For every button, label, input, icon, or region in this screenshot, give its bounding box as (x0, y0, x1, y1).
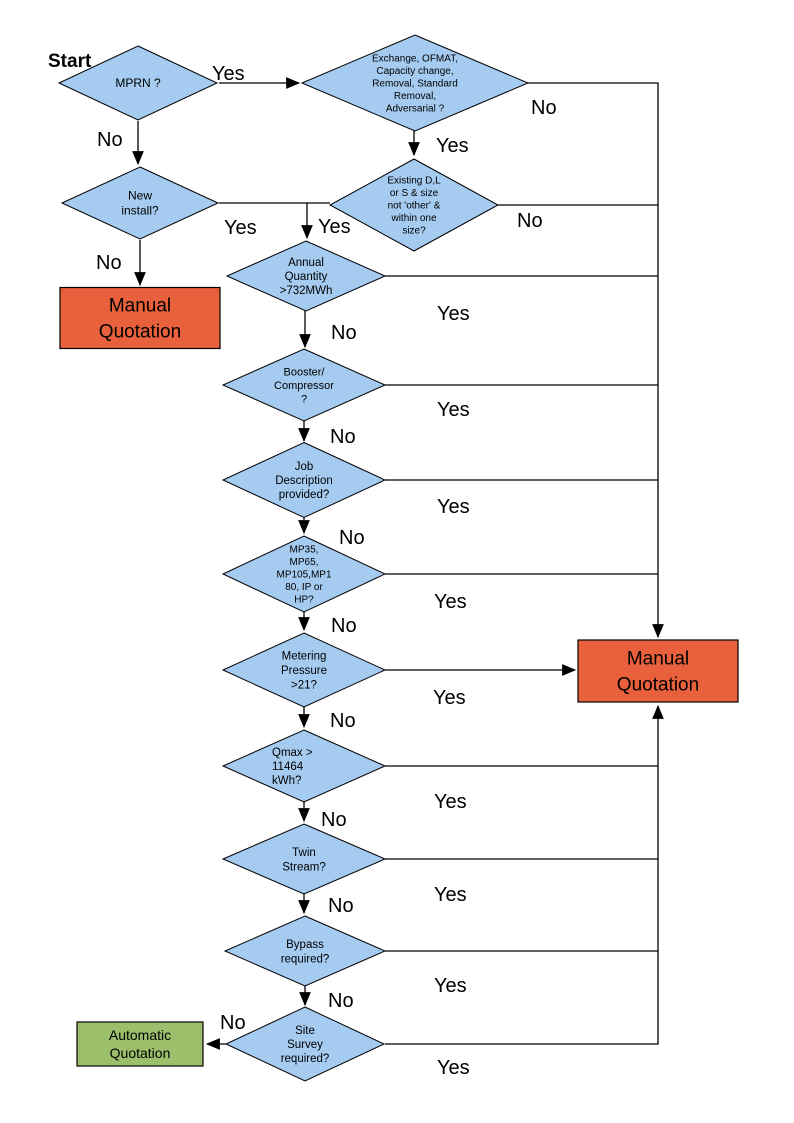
node-shape-annual-quantity (225, 240, 387, 312)
label-twin-yes: Yes (434, 884, 467, 906)
label-newinstall-yes: Yes (224, 217, 257, 239)
node-exchange-type: Exchange, OFMAT,Capacity change,Removal,… (300, 34, 530, 132)
node-shape-exchange-type (300, 34, 530, 132)
node-shape-manual-quotation-left (59, 286, 221, 350)
node-shape-mprn (57, 45, 219, 121)
node-shape-mp-pressure-tier (221, 535, 387, 613)
label-mprn-yes: Yes (212, 63, 245, 85)
node-label-booster-compressor: Booster/Compressor? (274, 366, 334, 405)
node-shape-site-survey (224, 1006, 386, 1082)
node-shape-manual-quotation-right (577, 639, 739, 703)
edge-exchange-no-to-manual-right (528, 82, 664, 639)
label-annual-yes: Yes (437, 303, 470, 325)
label-booster-no: No (330, 426, 356, 448)
node-shape-booster-compressor (221, 348, 387, 422)
label-mp-yes: Yes (434, 591, 467, 613)
label-qmax-no: No (321, 809, 347, 831)
node-label-exchange-type: Exchange, OFMAT,Capacity change,Removal,… (372, 54, 458, 115)
label-existing-no: No (517, 210, 543, 232)
label-exchange-yes: Yes (436, 135, 469, 157)
label-mp-no: No (331, 615, 357, 637)
label-exchange-no: No (531, 97, 557, 119)
label-booster-yes: Yes (437, 399, 470, 421)
nodes-layer: MPRN ? Exchange, OFMAT,Capacity change,Re… (57, 34, 739, 1082)
node-label-mprn: MPRN ? (115, 76, 161, 90)
label-site-no: No (220, 1012, 246, 1034)
node-shape-qmax (221, 729, 387, 803)
label-metering-yes: Yes (433, 687, 466, 709)
label-site-yes: Yes (437, 1057, 470, 1079)
label-bypass-no: No (328, 990, 354, 1012)
label-newinstall-no: No (96, 252, 122, 274)
node-shape-bypass (223, 915, 387, 987)
label-job-yes: Yes (437, 496, 470, 518)
node-shape-new-install (60, 166, 220, 240)
edge-site-yes-to-manual-right (385, 704, 664, 1045)
label-bypass-yes: Yes (434, 975, 467, 997)
node-shape-automatic-quotation (76, 1021, 204, 1067)
node-booster-compressor: Booster/Compressor? (221, 348, 387, 422)
edges-layer (132, 77, 664, 1050)
label-start: Start (48, 51, 92, 72)
label-mprn-no: No (97, 129, 123, 151)
label-twin-no: No (328, 895, 354, 917)
label-metering-no: No (330, 710, 356, 732)
node-shape-twin-stream (221, 823, 387, 895)
node-shape-existing-size (328, 158, 500, 252)
node-mprn: MPRN ? (57, 45, 219, 121)
label-annual-no: No (331, 322, 357, 344)
label-job-no: No (339, 527, 365, 549)
node-shape-job-description (221, 441, 387, 519)
node-shape-metering-pressure (221, 632, 387, 708)
label-existing-yes: Yes (318, 216, 351, 238)
label-qmax-yes: Yes (434, 791, 467, 813)
